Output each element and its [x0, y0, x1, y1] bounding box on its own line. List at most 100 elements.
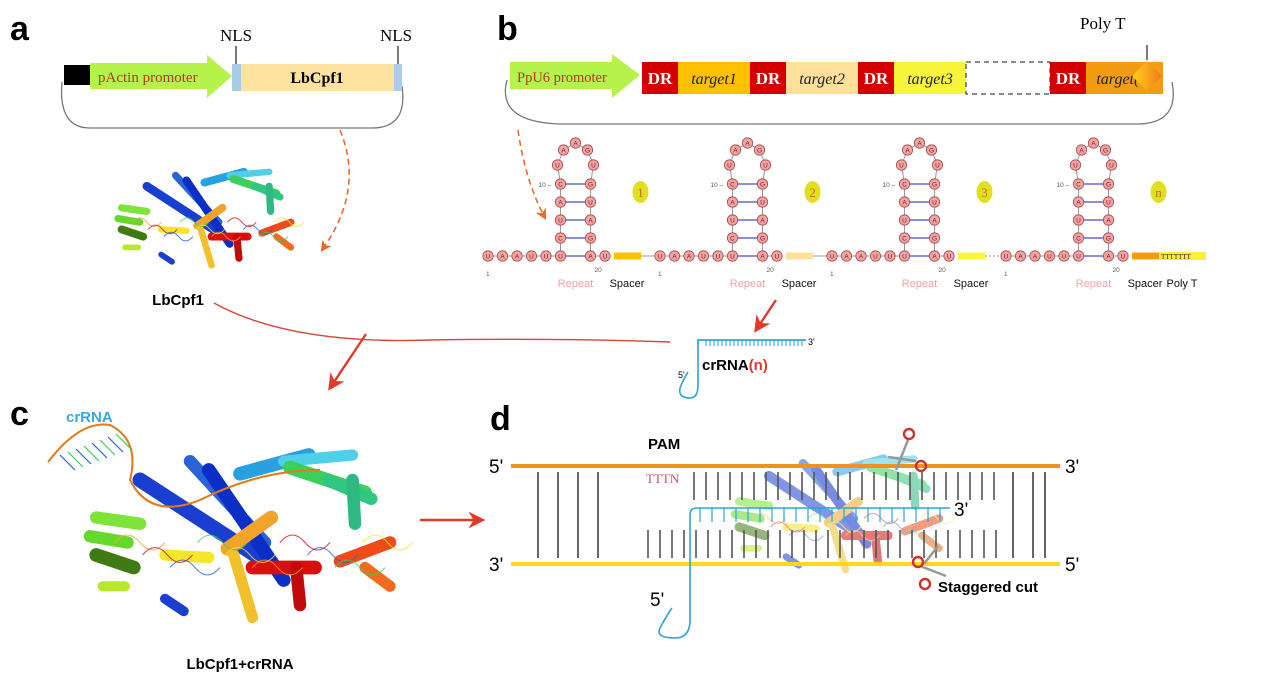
- nucleotide: [1099, 144, 1112, 156]
- protein-loop: [224, 547, 276, 563]
- target-box: [786, 62, 858, 94]
- protein-loop: [307, 547, 358, 563]
- nucleotide-letter: U: [558, 218, 563, 225]
- nucleotide: [726, 196, 739, 208]
- unit-index-badge: [632, 181, 649, 203]
- ppu6-promoter-arrow: [510, 54, 640, 98]
- nucleotide-letter: A: [1091, 141, 1096, 148]
- nucleotide: [697, 250, 710, 262]
- nucleotide-letter: U: [591, 163, 596, 170]
- nucleotide: [840, 250, 853, 262]
- nucleotide: [741, 137, 754, 149]
- spacer-label: Spacer: [610, 278, 645, 290]
- alpha-helix: [132, 472, 273, 569]
- panel-a: a NLS NLS pActin promoter LbCpf1 LbCpf1: [10, 10, 412, 309]
- nucleotide: [928, 214, 941, 226]
- repeat-label: Repeat: [902, 278, 937, 290]
- crrna-base-c: [83, 445, 100, 462]
- nucleotide: [1102, 196, 1115, 208]
- direct-repeat-label: DR: [1056, 69, 1081, 88]
- pactin-promoter-label: pActin promoter: [98, 70, 198, 86]
- nucleotide: [1072, 178, 1085, 190]
- unit-index-label: n: [1155, 185, 1162, 200]
- protein-loop: [751, 512, 787, 525]
- nucleotide-letter: A: [515, 254, 520, 261]
- nucleotide: [726, 250, 739, 262]
- nucleotide-letter: C: [1076, 182, 1081, 189]
- nucleotide-letter: G: [588, 182, 593, 189]
- top-strand-5prime: 5': [489, 457, 503, 478]
- spacer-label: Spacer: [954, 278, 989, 290]
- direct-repeat-label: DR: [756, 69, 781, 88]
- nucleotide-letter: C: [730, 236, 735, 243]
- protein-loop: [789, 529, 824, 542]
- nucleotide-letter: U: [603, 254, 608, 261]
- position-label-start: 1: [830, 271, 834, 278]
- unit-index-badge: [804, 181, 821, 203]
- nucleotide-letter: U: [1062, 254, 1067, 261]
- crrna-base-c: [67, 451, 84, 468]
- nucleotide-letter: U: [888, 254, 893, 261]
- protein-loop: [274, 217, 305, 228]
- nucleotide-letter: U: [1047, 254, 1052, 261]
- alpha-helix: [909, 471, 920, 510]
- nucleotide-letter: U: [1121, 254, 1126, 261]
- position-label-end: 20: [767, 267, 775, 274]
- alpha-helix: [735, 497, 774, 510]
- nucleotide-letter: G: [757, 148, 762, 155]
- nucleotide-letter: A: [902, 200, 907, 207]
- protein-loop: [211, 231, 241, 242]
- complex-label: LbCpf1+crRNA: [186, 656, 293, 673]
- spacer-bar: [786, 252, 813, 260]
- target-box: [894, 62, 966, 94]
- nucleotide: [668, 250, 681, 262]
- nucleotide: [1043, 250, 1056, 262]
- nucleotide-letter: G: [760, 182, 765, 189]
- nucleotide-letter: C: [730, 182, 735, 189]
- staggered-cut-label: Staggered cut: [938, 579, 1038, 596]
- nucleotide-letter: A: [905, 148, 910, 155]
- bottom-strand-3prime: 3': [489, 555, 503, 576]
- crrna-guide-5prime-tail: [658, 607, 691, 639]
- alpha-helix: [114, 215, 144, 226]
- array-gap: [965, 61, 1051, 95]
- nucleotide: [1072, 214, 1085, 226]
- nucleotide-letter: U: [902, 254, 907, 261]
- lbcpf1-gene-box: [241, 64, 394, 91]
- nucleotide-letter: U: [935, 163, 940, 170]
- alpha-helix: [228, 549, 259, 624]
- nucleotide: [1105, 159, 1118, 171]
- panel-label-a: a: [10, 10, 30, 48]
- protein-loop: [919, 512, 955, 525]
- target-label: target1: [691, 71, 737, 88]
- nls-right-box: [394, 64, 402, 91]
- nucleotide-letter: A: [932, 218, 937, 225]
- position-label-end: 20: [595, 267, 603, 274]
- nucleotide-letter: U: [486, 254, 491, 261]
- nucleotide: [943, 250, 955, 262]
- nucleotide-letter: A: [760, 254, 765, 261]
- crrna-label-suffix: (n): [749, 357, 768, 374]
- crrna-base-c: [107, 436, 124, 453]
- nucleotide: [1117, 250, 1129, 262]
- unit-index-label: 3: [981, 185, 988, 200]
- nucleotide: [928, 178, 941, 190]
- arrow-to-complex: [328, 333, 367, 391]
- lbcpf1-crrna-complex-structure: [47, 423, 413, 624]
- nucleotide-letter: A: [687, 254, 692, 261]
- nucleotide: [726, 214, 739, 226]
- nucleotide-letter: U: [1076, 218, 1081, 225]
- nucleotide-letter: A: [500, 254, 505, 261]
- nucleotide: [1072, 250, 1085, 262]
- nucleotide: [771, 250, 783, 262]
- nucleotide-letter: U: [658, 254, 663, 261]
- crrna-guide-strand: [689, 507, 950, 620]
- nucleotide: [756, 250, 769, 262]
- spacer-label: Spacer: [782, 278, 817, 290]
- nucleotide: [584, 196, 597, 208]
- nucleotide-letter: A: [760, 218, 765, 225]
- nucleotide: [898, 232, 911, 244]
- nucleotide: [496, 250, 509, 262]
- nucleotide: [554, 196, 567, 208]
